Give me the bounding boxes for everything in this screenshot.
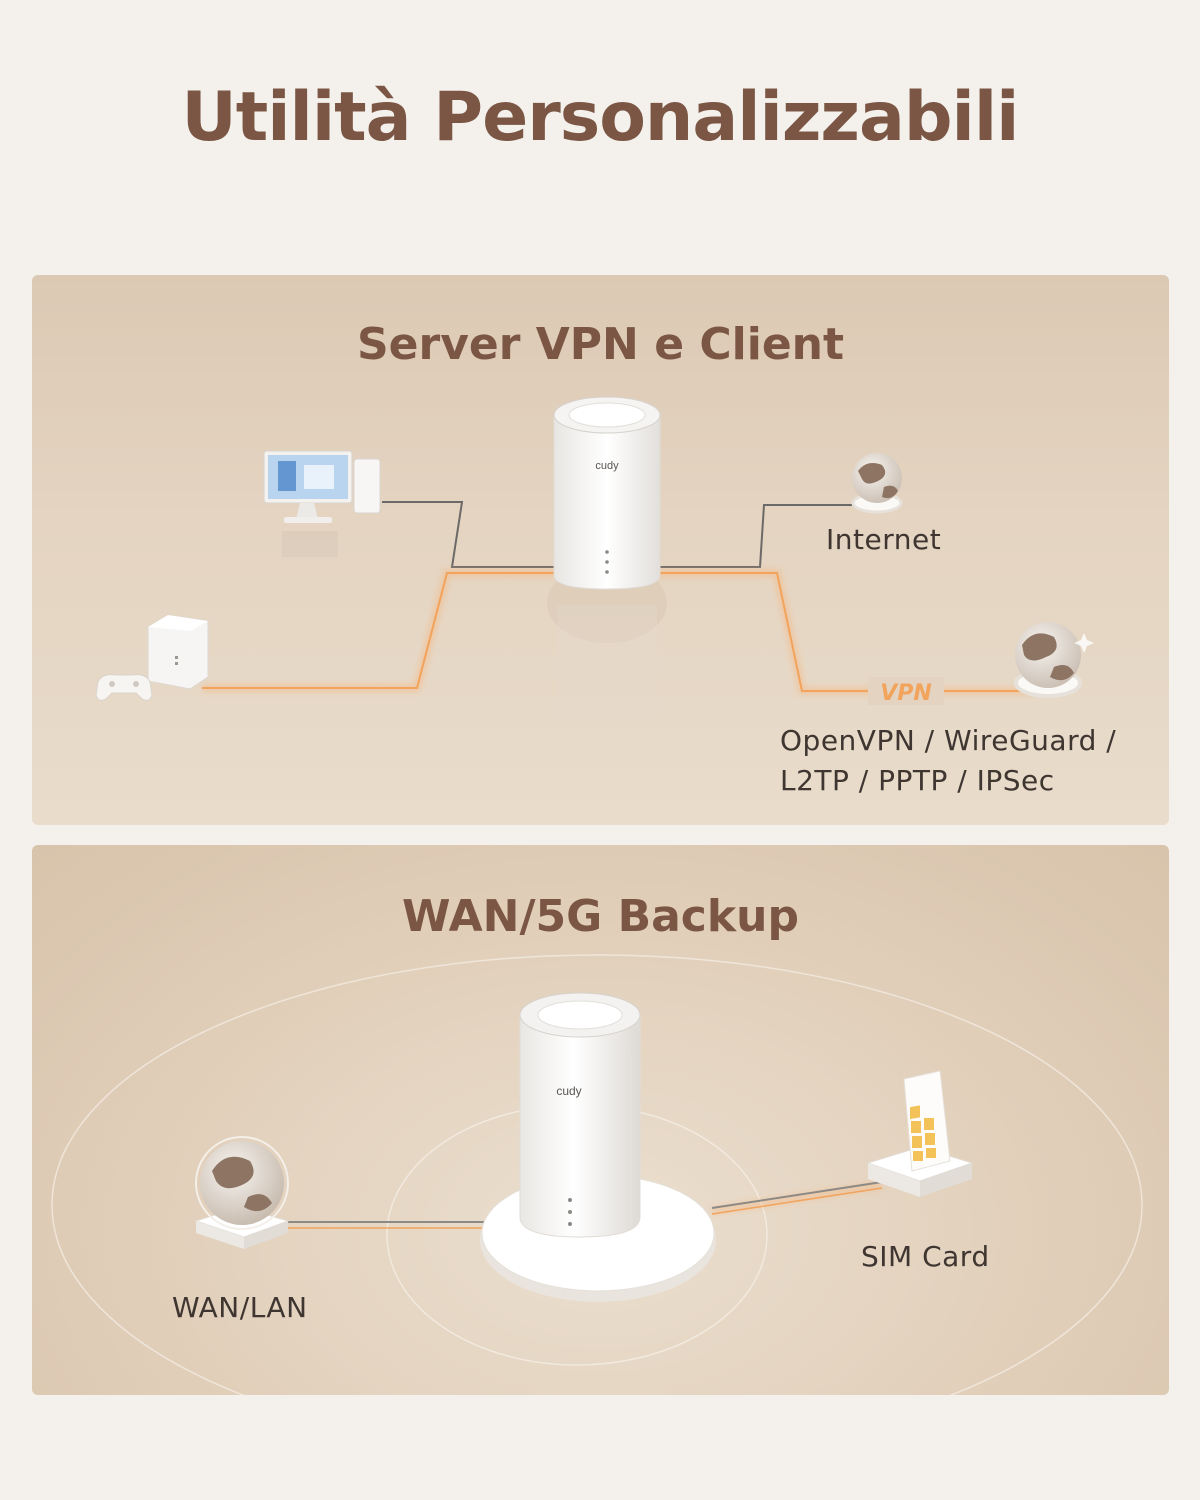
router-brand-logo: cudy [556,1084,581,1098]
desktop-pc-icon [263,450,381,557]
internet-cable [652,504,852,568]
vpn-protocols-line1: OpenVPN / WireGuard / [780,724,1117,757]
pc-cable [382,501,562,568]
wan-lan-label: WAN/LAN [172,1291,308,1324]
wan-cable [282,1221,492,1229]
wan-globe-icon [194,1136,290,1249]
vpn-tag: VPN [880,681,932,706]
vpn-diagram: cudy VPN [95,396,1094,715]
backup-panel-title: WAN/5G Backup [402,891,799,942]
sim-card-icon [866,1070,974,1197]
vpn-globe-icon [1014,622,1094,698]
sim-card-label: SIM Card [861,1240,990,1273]
vpn-protocols-line2: L2TP / PPTP / IPSec [780,764,1055,797]
signal-ring-outer [51,954,1143,1395]
gamepad-icon [95,674,153,701]
router-icon [547,396,667,715]
router-brand-logo: cudy [595,460,619,472]
vpn-panel-title: Server VPN e Client [356,319,845,370]
page-title: Utilità Personalizzabili [181,78,1020,157]
backup-diagram: cudy [51,954,1143,1395]
vpn-panel: Server VPN e Client [32,275,1169,825]
sim-cable [711,1181,883,1215]
game-console-icon [147,614,209,690]
router-icon [519,992,641,1238]
backup-panel: WAN/5G Backup [32,845,1169,1395]
internet-globe-icon [851,453,903,514]
internet-label: Internet [826,523,942,556]
